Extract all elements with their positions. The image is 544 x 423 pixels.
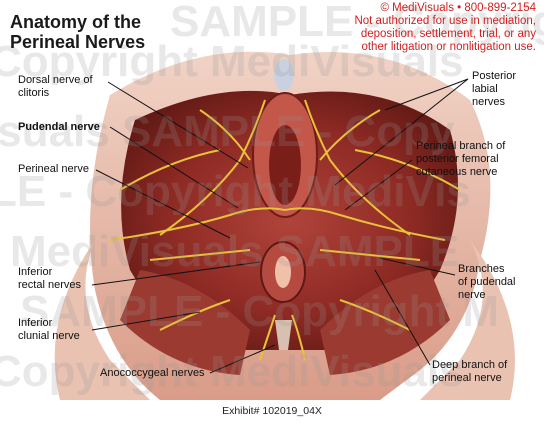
right-thigh bbox=[420, 240, 515, 400]
copyright-notice: © MediVisuals • 800-899-2154 Not authori… bbox=[306, 2, 536, 54]
label-line: Branches bbox=[458, 263, 505, 275]
anal-canal bbox=[275, 256, 291, 288]
label-line: perineal nerve bbox=[432, 372, 502, 384]
label-line: cutaneous nerve bbox=[416, 166, 498, 178]
label-perineal-nerve: Perineal nerve bbox=[18, 163, 89, 175]
label-posterior-labial: Posterior labial nerves bbox=[472, 70, 516, 109]
gluteal-right bbox=[320, 270, 450, 375]
label-line: posterior femoral bbox=[416, 153, 499, 165]
label-anococcygeal: Anococcygeal nerves bbox=[100, 367, 205, 379]
label-line: Inferior bbox=[18, 317, 53, 329]
left-thigh bbox=[54, 240, 150, 400]
leader-lines bbox=[91, 78, 469, 374]
title-line: Anatomy of the bbox=[10, 12, 142, 32]
illustration-frame: SAMPLE - Copyright Copyright MediVisuals… bbox=[0, 0, 544, 402]
label-pudendal-nerve: Pudendal nerve bbox=[18, 121, 100, 133]
label-line: Deep branch of bbox=[432, 359, 508, 371]
gluteal-left bbox=[120, 270, 250, 375]
label-line: nerve bbox=[458, 289, 486, 301]
label-line: rectal nerves bbox=[18, 279, 81, 291]
label-dorsal-nerve: Dorsal nerve of clitoris bbox=[18, 74, 93, 100]
clitoral-hood bbox=[274, 59, 294, 91]
copyright-line: © MediVisuals • 800-899-2154 bbox=[380, 2, 537, 14]
label-line: nerves bbox=[472, 96, 506, 108]
label-line: Posterior bbox=[472, 70, 517, 82]
exhibit-number: Exhibit# 102019_04X bbox=[222, 405, 322, 417]
title-line: Perineal Nerves bbox=[10, 32, 146, 52]
pelvic-muscles bbox=[121, 90, 458, 350]
label-inferior-rectal: Inferior rectal nerves bbox=[18, 266, 81, 292]
copyright-line: other litigation or nonlitigation use. bbox=[361, 41, 536, 53]
label-line: Dorsal nerve of bbox=[18, 74, 93, 86]
coccyx bbox=[275, 320, 292, 350]
vaginal-opening bbox=[269, 125, 301, 205]
label-femoral-cutaneous: Perineal branch of posterior femoral cut… bbox=[416, 140, 505, 179]
label-deep-branch: Deep branch of perineal nerve bbox=[432, 359, 507, 385]
anatomy-illustration bbox=[54, 51, 515, 401]
label-pudendal-branches: Branches of pudendal nerve bbox=[458, 263, 516, 302]
label-line: Perineal branch of bbox=[416, 140, 506, 152]
label-line: clitoris bbox=[18, 87, 50, 99]
page-title: Anatomy of the Perineal Nerves bbox=[10, 12, 145, 52]
copyright-line: deposition, settlement, trial, or any bbox=[360, 28, 536, 40]
label-line: of pudendal bbox=[458, 276, 516, 288]
label-line: labial bbox=[472, 83, 498, 95]
label-line: clunial nerve bbox=[18, 330, 80, 342]
copyright-line: Not authorized for use in mediation, bbox=[354, 15, 536, 27]
label-line: Inferior bbox=[18, 266, 53, 278]
label-inferior-clunial: Inferior clunial nerve bbox=[18, 317, 80, 343]
